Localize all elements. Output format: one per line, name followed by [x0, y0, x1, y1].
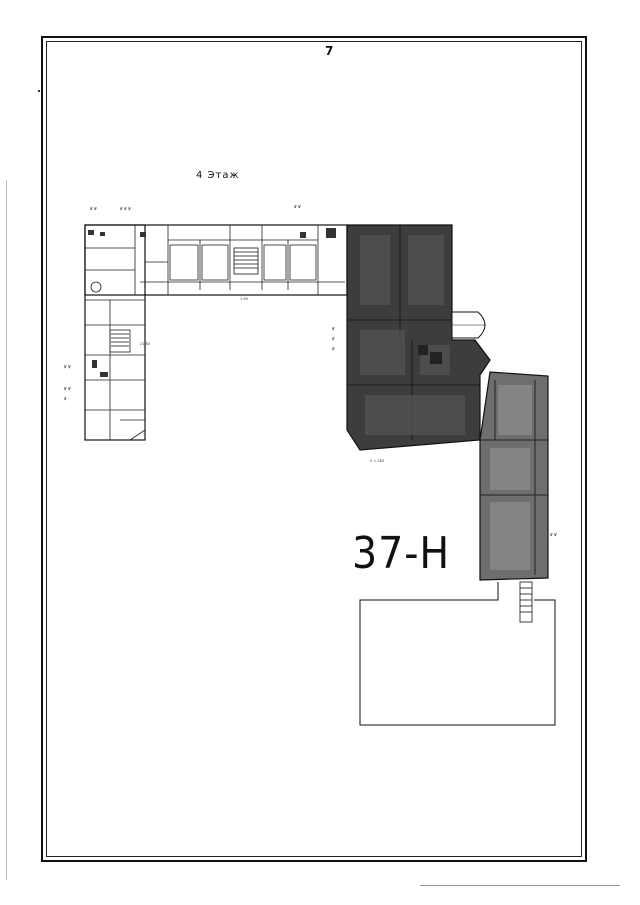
svg-text:1.90: 1.90 [240, 297, 248, 301]
floor-title: 4 Этаж [196, 170, 240, 181]
page-frame-inner [46, 41, 582, 857]
svg-text:ꝟ: ꝟ [332, 326, 335, 332]
svg-text:ꝟ ꝟ ꝟ: ꝟ ꝟ ꝟ [120, 206, 131, 212]
svg-text:ꝟ: ꝟ [332, 346, 335, 352]
window-markers-left: ꝟ ꝟ ꝟ ꝟ ꝟ ꝟ ꝟ ꝟ ꝟ ꝟ [64, 326, 557, 538]
shaded-block-grid [347, 225, 480, 440]
handwritten-unit-label: 37-Н [352, 528, 451, 579]
left-wing-outline [84, 224, 348, 441]
svg-text:h = 283: h = 283 [370, 459, 384, 463]
svg-text:ꝟ ꝟ: ꝟ ꝟ [64, 364, 71, 370]
bottom-scan-line [420, 885, 620, 886]
svg-text:ꝟ: ꝟ [332, 336, 335, 342]
svg-text:ꝟ: ꝟ [64, 396, 67, 402]
svg-text:21.83: 21.83 [140, 342, 150, 346]
svg-text:ꝟ ꝟ: ꝟ ꝟ [550, 532, 557, 538]
shaded-block-fixtures [418, 345, 442, 364]
courtyard-outline [359, 582, 556, 726]
left-wing-stair [111, 333, 129, 347]
margin-mark [38, 90, 40, 92]
plan-annotations: h = 283 1.90 21.83 [140, 297, 384, 463]
left-wing-fixtures [88, 228, 336, 377]
top-wing-rooms [134, 225, 345, 295]
page-frame-outer [41, 36, 587, 862]
page-number: 7 [325, 44, 334, 58]
svg-text:ꝟ ꝟ: ꝟ ꝟ [294, 204, 301, 210]
window-markers-top: ꝟ ꝟ ꝟ ꝟ ꝟ ꝟ ꝟ [90, 204, 301, 212]
top-stair [233, 247, 259, 275]
svg-text:ꝟ ꝟ: ꝟ ꝟ [64, 386, 71, 392]
east-stair [519, 581, 533, 623]
svg-text:ꝟ ꝟ: ꝟ ꝟ [90, 206, 97, 212]
east-block-texture [490, 385, 532, 570]
shaded-block-texture [360, 235, 465, 435]
east-block-rooms [480, 380, 548, 575]
margin-line [6, 180, 7, 880]
left-wing-rooms [85, 247, 146, 441]
